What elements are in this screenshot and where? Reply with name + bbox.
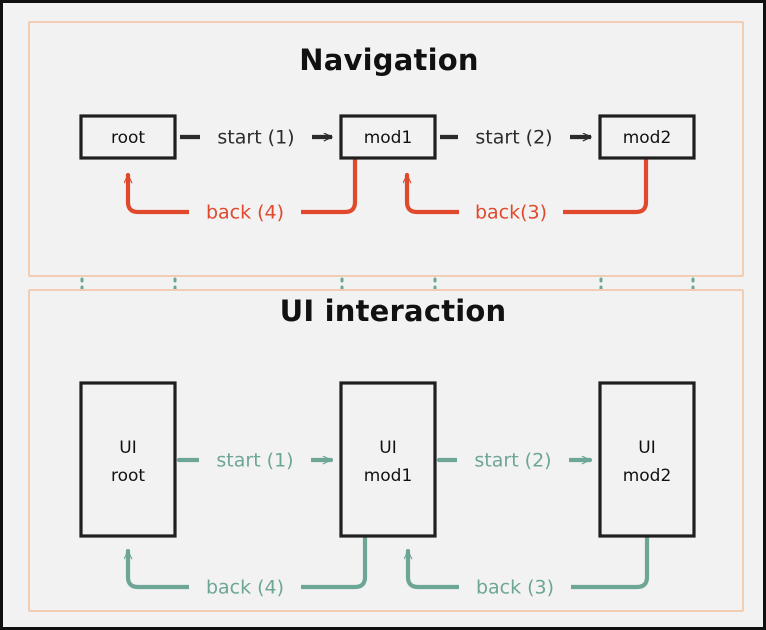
navigation-ui-sequence-diagram: Navigation start (1) start (2) back (4)	[28, 21, 744, 612]
nav-node-mod1-label: mod1	[364, 128, 413, 148]
ui-node-mod2-label-line2: mod2	[623, 466, 672, 486]
panel-ui-interaction: UI interaction start (1) start (2) back …	[28, 289, 744, 612]
nav-edge-start-2[interactable]: start (2)	[440, 124, 591, 150]
nav-node-mod1-box	[339, 114, 437, 160]
ui-node-root-box	[79, 381, 177, 538]
ui-node-mod1[interactable]: UI mod1	[339, 381, 437, 538]
nav-node-mod2[interactable]: mod2	[598, 114, 696, 160]
ui-node-mod2-label-line1: UI	[638, 438, 655, 458]
nav-edge-start-1[interactable]: start (1)	[180, 124, 332, 150]
ui-edge-back-3[interactable]: back (3)	[408, 535, 650, 600]
ui-node-mod2[interactable]: UI mod2	[598, 381, 696, 538]
ui-node-root-label-line1: UI	[119, 438, 136, 458]
ui-interaction-panel-title: UI interaction	[280, 294, 507, 328]
ui-edge-start-2-label: start (2)	[474, 450, 551, 472]
nav-edge-back-3-label-bg	[459, 199, 563, 225]
ui-node-root[interactable]: UI root	[79, 381, 177, 538]
nav-edge-back-4-label: back (4)	[206, 202, 284, 224]
nav-edge-back-4-label-bg	[189, 199, 301, 225]
nav-node-root-label: root	[111, 128, 145, 148]
ui-node-root-label-line2: root	[111, 466, 145, 486]
ui-node-mod1-label-line2: mod1	[364, 466, 413, 486]
nav-edge-start-1-label-bg	[200, 124, 312, 150]
ui-edge-start-2[interactable]: start (2)	[436, 447, 593, 473]
ui-edge-back-3-label: back (3)	[476, 577, 554, 599]
ui-node-mod2-box	[598, 381, 696, 538]
nav-edge-start-1-label: start (1)	[217, 127, 294, 149]
nav-edge-start-2-label-bg	[458, 124, 570, 150]
ui-edge-back-4[interactable]: back (4)	[128, 535, 368, 600]
nav-edge-start-2-label: start (2)	[475, 127, 552, 149]
ui-edge-start-1-label: start (1)	[216, 450, 293, 472]
nav-edge-back-3[interactable]: back(3)	[407, 157, 649, 225]
ui-edge-back-4-label: back (4)	[206, 577, 284, 599]
nav-edge-back-4[interactable]: back (4)	[128, 157, 358, 225]
ui-edge-start-1[interactable]: start (1)	[176, 447, 334, 473]
ui-edge-start-1-label-bg	[199, 447, 311, 473]
ui-edge-start-2-label-bg	[457, 447, 569, 473]
ui-edge-back-3-label-bg	[459, 574, 571, 600]
navigation-panel-title: Navigation	[299, 43, 478, 77]
ui-edge-back-4-label-bg	[189, 574, 301, 600]
ui-node-mod1-label-line1: UI	[379, 438, 396, 458]
ui-node-mod1-box	[339, 381, 437, 538]
nav-node-root-box	[79, 114, 177, 160]
nav-node-root[interactable]: root	[79, 114, 177, 160]
nav-node-mod1[interactable]: mod1	[339, 114, 437, 160]
nav-node-mod2-label: mod2	[623, 128, 672, 148]
nav-node-mod2-box	[598, 114, 696, 160]
nav-edge-back-3-label: back(3)	[475, 202, 547, 224]
panel-navigation: Navigation start (1) start (2) back (4)	[28, 21, 744, 277]
